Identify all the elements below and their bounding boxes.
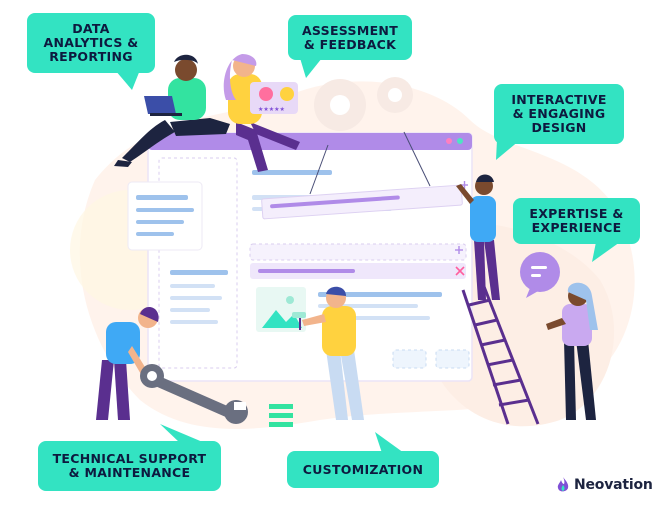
callout-line: EXPERTISE & xyxy=(529,206,624,221)
callout-line: & FEEDBACK xyxy=(303,36,397,52)
brand-name: Neovation xyxy=(574,477,653,493)
wrench-icon xyxy=(140,364,248,424)
callout-line: & MAINTENANCE xyxy=(68,465,191,480)
callout-line: DESIGN xyxy=(531,120,587,135)
person-painting xyxy=(292,286,364,420)
close-icon xyxy=(455,266,465,276)
callout-line: DATA xyxy=(72,21,110,36)
callout-tails xyxy=(115,58,620,453)
callout-data-analytics: DATA ANALYTICS & REPORTING xyxy=(27,13,155,73)
callout-technical-support: TECHNICAL SUPPORT & MAINTENANCE xyxy=(38,441,221,491)
gear-icon xyxy=(330,88,402,115)
callout-line: TECHNICAL SUPPORT xyxy=(52,451,207,466)
callout-line: ANALYTICS & xyxy=(43,35,139,50)
app-window xyxy=(147,132,473,382)
flame-logo-icon xyxy=(557,477,569,492)
person-with-wrench xyxy=(96,307,159,420)
callout-interactive-design: INTERACTIVE & ENGAGING DESIGN xyxy=(494,84,624,144)
callout-line: INTERACTIVE xyxy=(511,92,607,107)
brand-logo: Neovation xyxy=(556,476,653,494)
callout-line: & ENGAGING xyxy=(512,106,606,121)
person-with-rating: ★★★★★ xyxy=(223,54,300,172)
callout-assessment: ASSESSMENT & FEEDBACK xyxy=(288,15,412,60)
callout-customization: CUSTOMIZATION xyxy=(287,451,439,488)
svg-text:★★★★★: ★★★★★ xyxy=(258,106,285,113)
color-swatch-icon xyxy=(269,404,293,427)
callout-expertise: EXPERTISE & EXPERIENCE xyxy=(513,198,640,244)
callout-line: ASSESSMENT xyxy=(301,22,399,38)
ladder xyxy=(461,283,540,425)
person-on-ladder xyxy=(456,174,500,300)
chat-icon xyxy=(520,252,560,298)
person-presenting xyxy=(546,282,598,420)
plus-icon xyxy=(455,181,468,254)
floating-card xyxy=(127,181,203,251)
callout-line: EXPERIENCE xyxy=(531,220,622,235)
floating-banner xyxy=(261,131,463,220)
callout-line: REPORTING xyxy=(49,49,133,64)
callout-line: CUSTOMIZATION xyxy=(302,461,424,477)
person-with-laptop xyxy=(114,54,230,167)
